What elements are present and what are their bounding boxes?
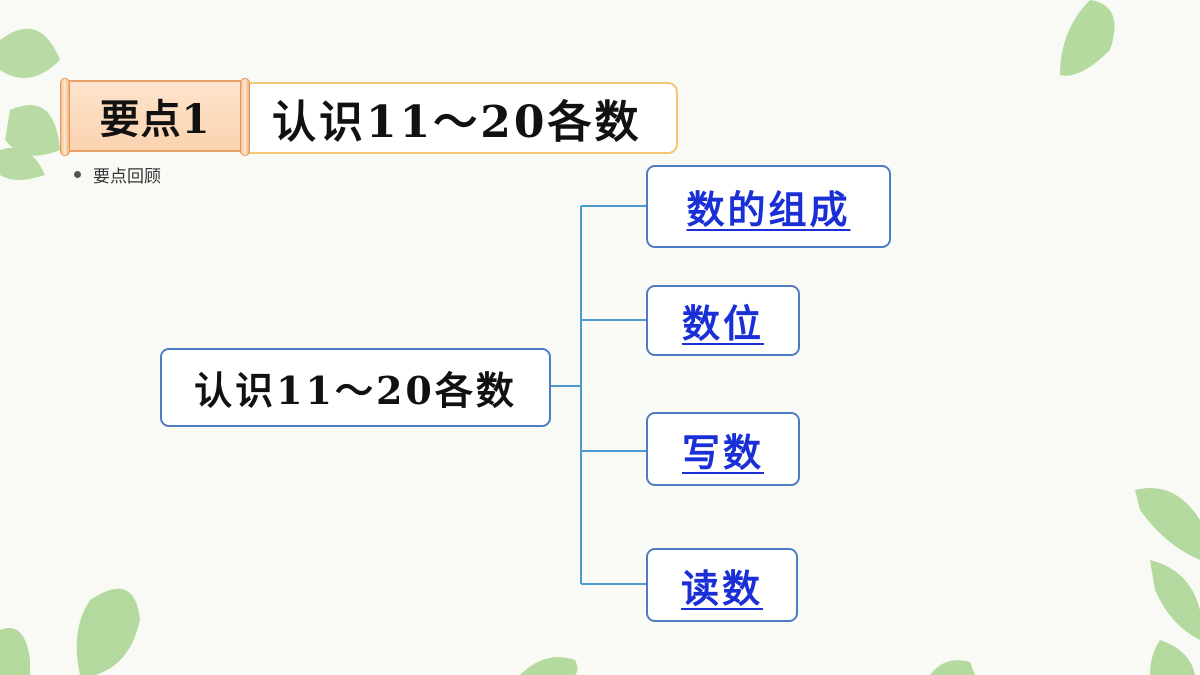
title-box: 认识11～20各数 — [238, 82, 678, 154]
page-title: 认识11～20各数 — [272, 97, 642, 148]
link-reading[interactable]: 读数 — [680, 565, 763, 611]
root-node: 认识11～20各数 — [160, 348, 551, 427]
bullet-icon — [74, 171, 81, 178]
link-place-value[interactable]: 数位 — [681, 301, 764, 346]
branch-node-place-value[interactable]: 数位 — [646, 285, 800, 356]
section-subtitle: 要点回顾 — [74, 162, 161, 187]
link-writing[interactable]: 写数 — [681, 429, 764, 475]
root-node-label: 认识11～20各数 — [194, 368, 517, 413]
subtitle-text: 要点回顾 — [93, 167, 161, 186]
key-point-label: 要点1 — [99, 96, 211, 143]
branch-node-writing[interactable]: 写数 — [646, 412, 800, 486]
branch-node-composition[interactable]: 数的组成 — [646, 165, 891, 248]
link-composition[interactable]: 数的组成 — [686, 187, 851, 232]
key-point-tag: 要点1 — [60, 78, 250, 156]
branch-node-reading[interactable]: 读数 — [646, 548, 798, 622]
